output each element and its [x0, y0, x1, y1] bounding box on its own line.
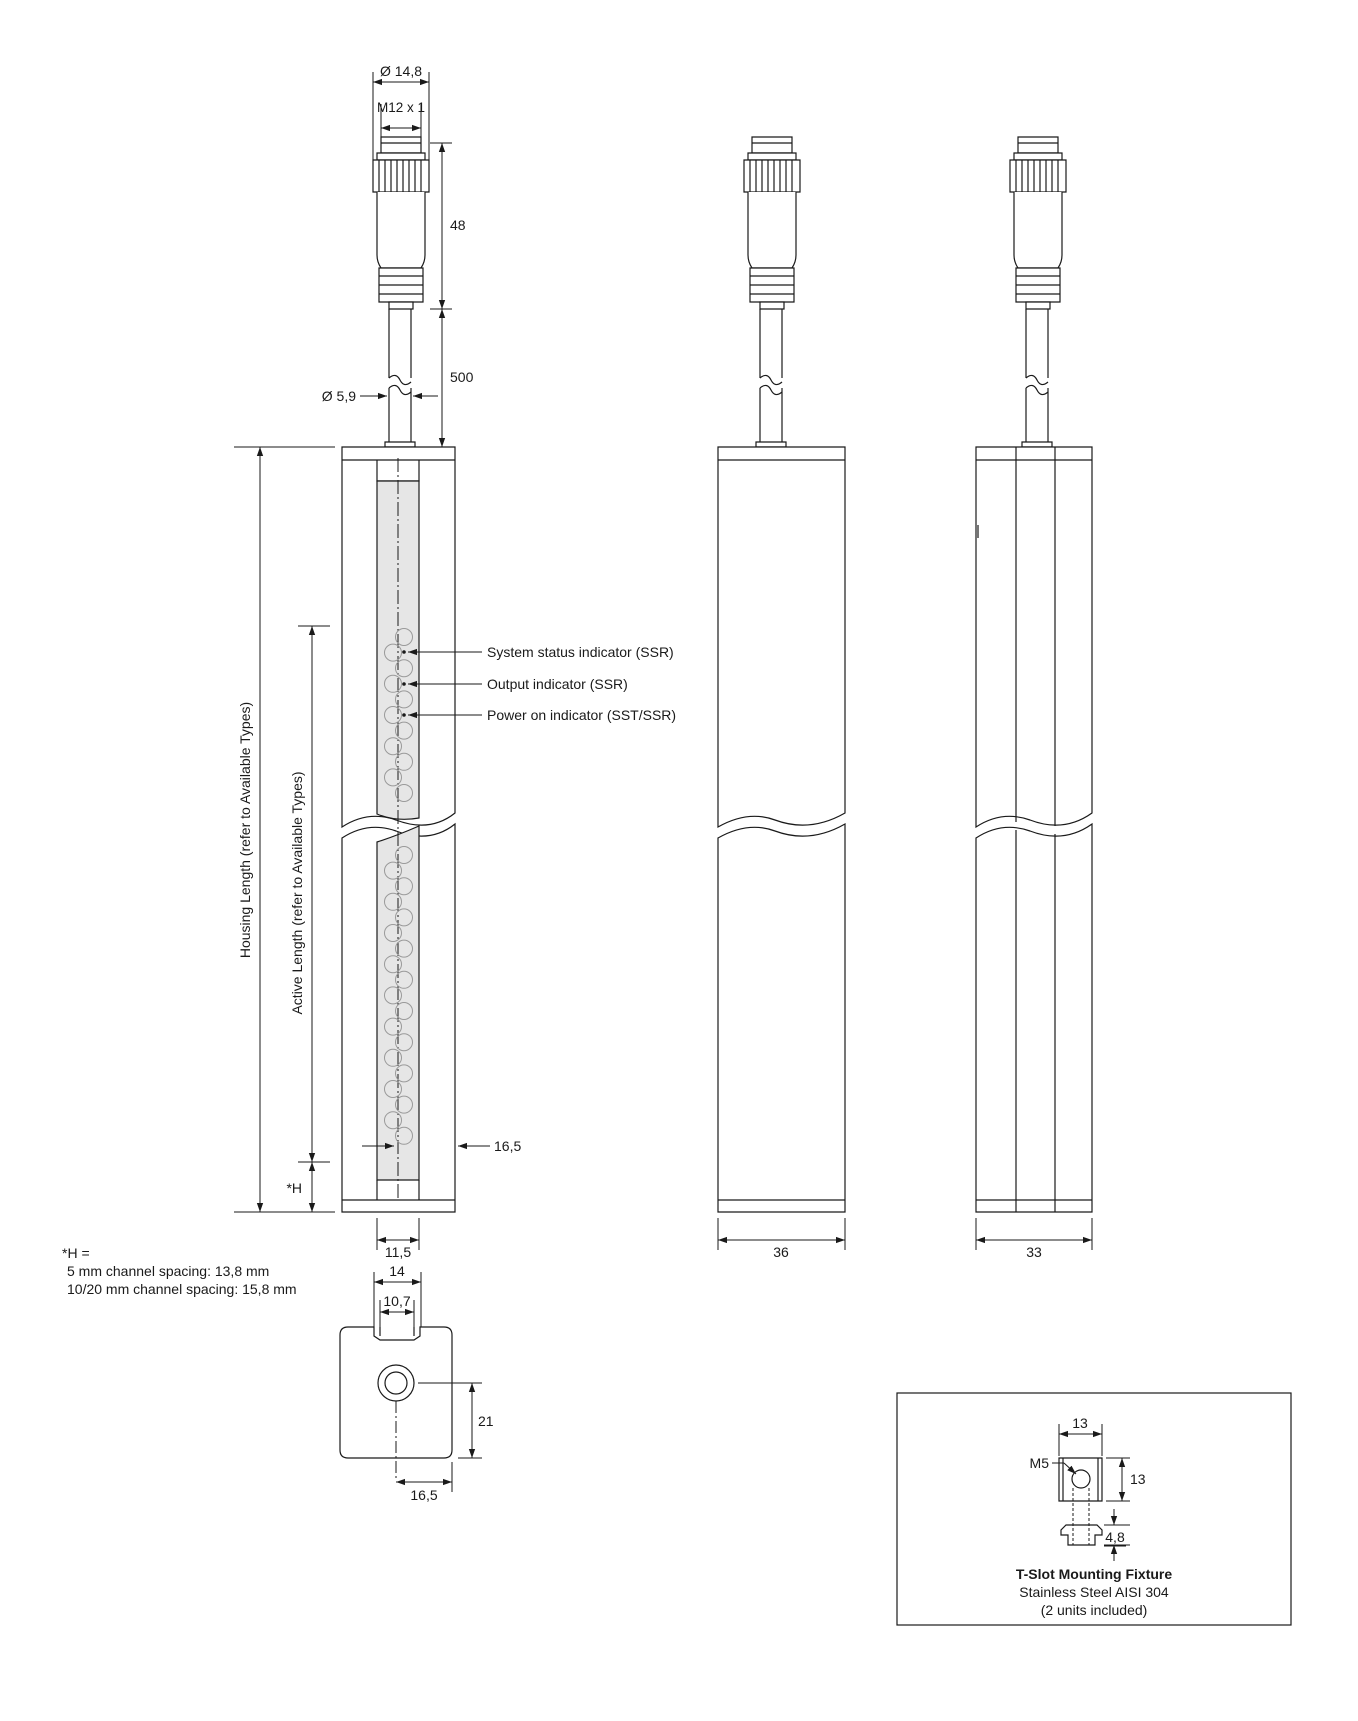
end-profile: [340, 1327, 452, 1480]
lens: [395, 908, 413, 927]
dim-hole-offset: 16,5: [410, 1487, 437, 1503]
note-line-2: 10/20 mm channel spacing: 15,8 mm: [67, 1281, 297, 1297]
dim-profile-width: 14: [389, 1263, 405, 1279]
status-indicator-label: System status indicator (SSR): [487, 644, 674, 660]
lens: [384, 674, 402, 693]
lens: [395, 970, 413, 989]
h-marker-label: *H: [286, 1180, 302, 1196]
fixture-dimensions: [1052, 1424, 1130, 1561]
status-indicator-dot: [402, 650, 406, 654]
lens: [384, 861, 402, 880]
dim-connector-diameter: Ø 14,8: [380, 63, 422, 79]
connector-right: [1010, 137, 1066, 309]
output-indicator-label: Output indicator (SSR): [487, 676, 628, 692]
indicator-leaders: [402, 648, 482, 719]
front-view-closed: [718, 137, 845, 1212]
dim-hole-height: 21: [478, 1413, 494, 1429]
power-indicator-label: Power on indicator (SST/SSR): [487, 707, 676, 723]
cable-left: [385, 309, 415, 447]
connector-middle: [744, 137, 800, 309]
lens: [395, 690, 413, 709]
lens: [384, 706, 402, 724]
lens: [395, 846, 413, 864]
lens: [384, 1111, 402, 1130]
front-dimensions: [234, 72, 490, 1250]
lens: [384, 986, 402, 1005]
lens: [384, 1048, 402, 1067]
lens: [395, 752, 413, 771]
fixture-material: Stainless Steel AISI 304: [1019, 1584, 1169, 1600]
output-indicator-dot: [402, 682, 406, 686]
dim-connector-length: 48: [450, 217, 466, 233]
dim-front-width: 36: [773, 1244, 789, 1260]
dim-side-width: 33: [1026, 1244, 1042, 1260]
lens: [384, 924, 402, 942]
fixture-quantity: (2 units included): [1041, 1602, 1148, 1618]
profile-dimensions: [374, 1272, 482, 1492]
fixture-width: 13: [1072, 1415, 1088, 1431]
side-dimensions: [976, 1218, 1092, 1250]
text-labels: Ø 14,8 M12 x 1 48 500 Ø 5,9 Housing Leng…: [62, 63, 1172, 1618]
lens: [384, 1017, 402, 1036]
active-length-label: Active Length (refer to Available Types): [289, 771, 305, 1014]
lens: [395, 1126, 413, 1145]
lens: [395, 1002, 413, 1020]
dim-side-offset: 16,5: [494, 1138, 521, 1154]
note-title: *H =: [62, 1245, 90, 1261]
lens: [384, 892, 402, 911]
dim-cable-length: 500: [450, 369, 474, 385]
lens: [384, 737, 402, 756]
dim-slot-width: 10,7: [383, 1293, 410, 1309]
cable-middle: [756, 309, 786, 447]
lens: [384, 643, 402, 662]
t-slot-fixture: [1059, 1458, 1102, 1545]
power-indicator-dot: [402, 713, 406, 717]
fixture-height: 13: [1130, 1471, 1146, 1487]
lens: [395, 1064, 413, 1083]
middle-dimensions: [718, 1218, 845, 1250]
lens: [395, 939, 413, 958]
fixture-title: T-Slot Mounting Fixture: [1016, 1566, 1173, 1582]
lens: [395, 659, 413, 678]
lens: [395, 784, 413, 802]
fixture-panel: [896, 1392, 1292, 1626]
lens: [395, 877, 413, 896]
lens: [395, 1095, 413, 1114]
dim-cable-diameter: Ø 5,9: [322, 388, 356, 404]
lens: [395, 1033, 413, 1052]
connector-left: [373, 137, 429, 309]
lens: [395, 721, 413, 740]
side-view: [976, 137, 1092, 1212]
dim-connector-thread: M12 x 1: [377, 100, 425, 115]
fixture-depth: 4,8: [1105, 1529, 1125, 1545]
lens: [384, 955, 402, 974]
optical-lenses: [384, 628, 413, 1145]
cable-right: [1022, 309, 1052, 447]
dim-channel-width: 11,5: [385, 1244, 411, 1260]
housing-length-label: Housing Length (refer to Available Types…: [237, 702, 253, 958]
fixture-thread: M5: [1030, 1455, 1050, 1471]
note-line-1: 5 mm channel spacing: 13,8 mm: [67, 1263, 269, 1279]
lens: [395, 628, 413, 646]
lens: [384, 1080, 402, 1098]
lens: [384, 768, 402, 787]
